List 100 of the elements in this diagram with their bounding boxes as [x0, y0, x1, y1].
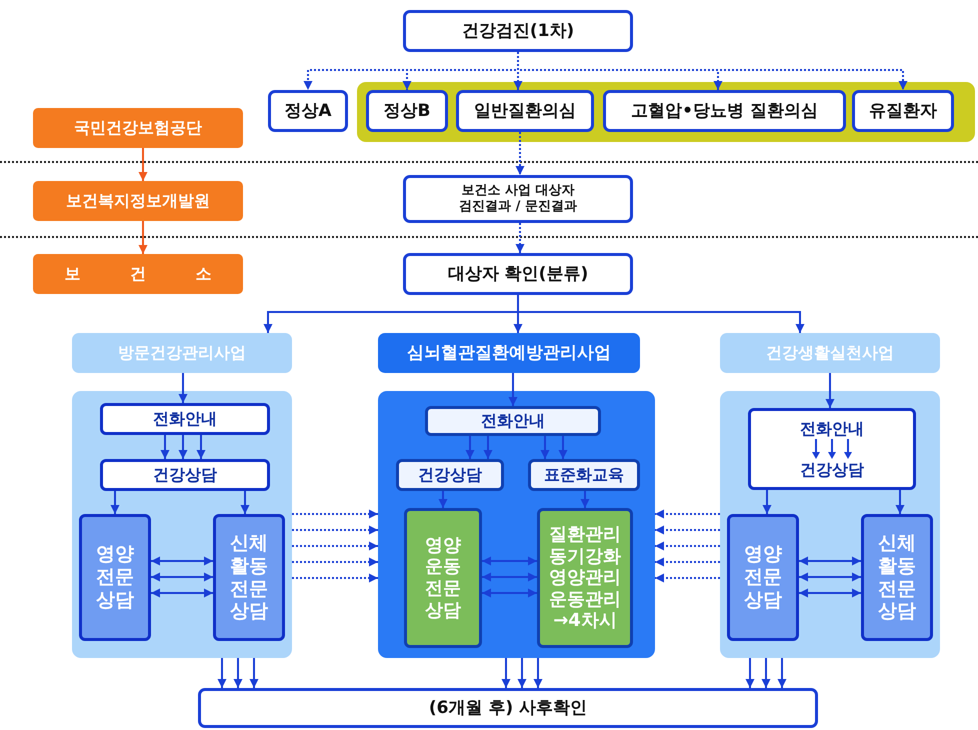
program-panel	[378, 391, 655, 658]
arrow	[517, 295, 804, 333]
agency-box	[33, 108, 243, 148]
double-arrow	[799, 588, 861, 598]
step-label: 건강생활실천사업	[766, 343, 894, 363]
arrow	[196, 435, 206, 459]
process-box	[852, 90, 954, 132]
arrow	[178, 373, 188, 403]
dotted-arrow	[655, 526, 720, 534]
step-label: 전화안내	[800, 418, 864, 438]
step-box	[100, 403, 270, 435]
process-box	[268, 90, 348, 132]
dotted-arrow	[516, 132, 524, 175]
step-label: 정상B	[384, 100, 430, 122]
step-label: 심뇌혈관질환예방관리사업	[407, 342, 611, 364]
step-label: 고혈압•당뇨병 질환의심	[631, 100, 818, 122]
double-arrow	[799, 556, 861, 566]
process-box	[603, 90, 846, 132]
step-label: 영양 전문 상담	[95, 543, 135, 612]
agency-box	[33, 181, 243, 221]
double-arrow	[151, 556, 213, 566]
step-box	[396, 459, 504, 491]
step-label: 보 건 소	[64, 264, 212, 284]
step-label: 영양 운동 전문 상담	[424, 534, 462, 622]
step-label: 신체 활동 전문 상담	[877, 532, 917, 624]
step-label: 신체 활동 전문 상담	[229, 532, 269, 624]
dotted-arrow	[292, 558, 378, 566]
step-box	[425, 406, 601, 436]
dotted-arrow	[516, 223, 524, 253]
counseling-box	[79, 514, 151, 641]
step-label: 건강검진(1차)	[462, 20, 574, 42]
arrow	[746, 658, 754, 688]
arrow	[466, 436, 474, 459]
arrow	[438, 491, 448, 508]
program-panel	[720, 391, 940, 658]
arrow	[762, 490, 772, 514]
step-label: 전화안내	[153, 409, 217, 429]
counseling-box	[537, 508, 633, 648]
arrow	[762, 658, 770, 688]
arrow	[580, 491, 590, 508]
dotted-arrow	[292, 526, 378, 534]
arrow	[534, 658, 542, 688]
arrow	[178, 435, 188, 459]
step-label: 전화안내	[481, 411, 545, 431]
double-arrow	[151, 572, 213, 582]
counseling-box	[404, 508, 482, 648]
dotted-arrow	[292, 574, 378, 582]
arrow	[778, 658, 786, 688]
double-arrow	[482, 572, 537, 582]
double-arrow	[799, 572, 861, 582]
step-label: 영양 전문 상담	[743, 543, 783, 612]
program-header	[720, 333, 940, 373]
arrow	[160, 435, 170, 459]
dotted-arrow	[655, 542, 720, 550]
process-box	[198, 688, 818, 728]
step-label: 건강상담	[800, 460, 864, 480]
counseling-box	[213, 514, 285, 641]
arrow	[508, 373, 518, 406]
agency-box	[33, 254, 243, 294]
program-header	[72, 333, 292, 373]
arrow	[138, 221, 148, 254]
arrow	[110, 491, 120, 514]
counseling-box	[861, 514, 933, 641]
dotted-arrow	[655, 510, 720, 518]
arrow	[138, 148, 148, 181]
arrow	[250, 658, 258, 688]
dotted-arrow	[655, 558, 720, 566]
step-label: 건강상담	[418, 465, 482, 485]
dotted-arrow	[292, 542, 378, 550]
step-label: 보건소 사업 대상자 검진결과 / 문진결과	[458, 183, 578, 215]
arrow	[826, 373, 834, 408]
dotted-arrow	[517, 52, 908, 90]
process-box	[403, 10, 633, 52]
group-band	[357, 82, 975, 142]
arrow	[234, 658, 242, 688]
process-box	[366, 90, 448, 132]
arrow	[502, 658, 510, 688]
step-label: 정상A	[284, 100, 332, 122]
arrow	[558, 436, 568, 459]
program-panel	[72, 391, 292, 658]
step-label: 대상자 확인(분류)	[448, 264, 588, 284]
step-label: 건강상담	[153, 465, 217, 485]
program-header	[378, 333, 640, 373]
double-arrow	[482, 588, 537, 598]
process-box	[456, 90, 594, 132]
dotted-arrow	[292, 510, 378, 518]
process-box	[403, 253, 633, 295]
step-box	[100, 459, 270, 491]
double-arrow	[482, 556, 537, 566]
process-box	[403, 175, 633, 223]
step-label: 보건복지정보개발원	[66, 191, 210, 211]
step-label: (6개월 후) 사후확인	[428, 698, 588, 718]
arrow	[484, 436, 492, 459]
step-label: 표준화교육	[544, 465, 624, 485]
arrow	[218, 658, 226, 688]
counseling-box	[727, 514, 799, 641]
step-label: 질환관리 동기강화 영양관리 운동관리 →4차시	[548, 524, 622, 632]
arrow	[540, 436, 550, 459]
arrow	[240, 491, 250, 514]
step-box	[528, 459, 640, 491]
